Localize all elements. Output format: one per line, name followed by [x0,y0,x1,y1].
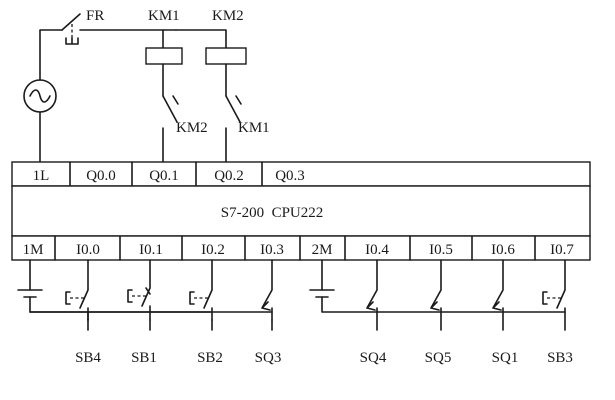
km2-label: KM2 [212,8,244,24]
terminal-i0-4: I0.4 [365,242,389,258]
sq4-limit-switch [366,259,378,331]
fr-label: FR [86,8,104,24]
switch-labels: SB4 SB1 SB2 SQ3 SQ4 SQ5 SQ1 SB3 [75,350,573,366]
terminal-i0-3: I0.3 [260,242,284,258]
terminal-i0-0: I0.0 [76,242,100,258]
output-circuit: FR KM1 KM2 KM2 KM1 [23,8,270,163]
thermal-relay-icon [61,13,177,45]
terminal-i0-1: I0.1 [139,242,163,258]
terminal-i0-2: I0.2 [201,242,225,258]
label-sb4: SB4 [75,350,101,366]
sb1-switch [127,259,151,321]
terminal-i0-7: I0.7 [550,242,574,258]
label-sq1: SQ1 [492,350,519,366]
input-circuit-left [17,259,273,331]
input-circuit-right [309,259,566,331]
terminal-1l: 1L [33,168,50,184]
ac-source-icon [23,79,57,113]
label-sq4: SQ4 [360,350,387,366]
terminal-2m: 2M [312,242,333,258]
terminal-q0-2: Q0.2 [214,168,244,184]
terminal-1m: 1M [23,242,44,258]
output-terminal-row: 1L Q0.0 Q0.1 Q0.2 Q0.3 [11,161,591,187]
input-terminal-row: 1M I0.0 I0.1 I0.2 I0.3 2M I0.4 I0.5 I0.6… [11,235,591,261]
km2-contact-label: KM2 [176,120,208,136]
cpu-module: S7-200 CPU222 [11,185,591,237]
sb2-switch [189,259,213,321]
km1-label: KM1 [148,8,180,24]
label-sb1: SB1 [131,350,157,366]
sq1-limit-switch [492,259,504,331]
terminal-i0-5: I0.5 [429,242,453,258]
terminal-q0-3: Q0.3 [275,168,305,184]
label-sq3: SQ3 [255,350,282,366]
terminal-q0-0: Q0.0 [86,168,116,184]
sq3-limit-switch [261,259,273,321]
cpu-label: S7-200 CPU222 [221,205,324,221]
km2-coil [205,47,247,65]
sb3-switch [542,259,566,331]
label-sb2: SB2 [197,350,223,366]
label-sb3: SB3 [547,350,573,366]
terminal-q0-1: Q0.1 [149,168,179,184]
sq5-limit-switch [430,259,442,331]
km1-coil [145,47,183,65]
sb4-switch [65,259,89,321]
label-sq5: SQ5 [425,350,452,366]
km1-contact-label: KM1 [238,120,270,136]
terminal-i0-6: I0.6 [491,242,515,258]
